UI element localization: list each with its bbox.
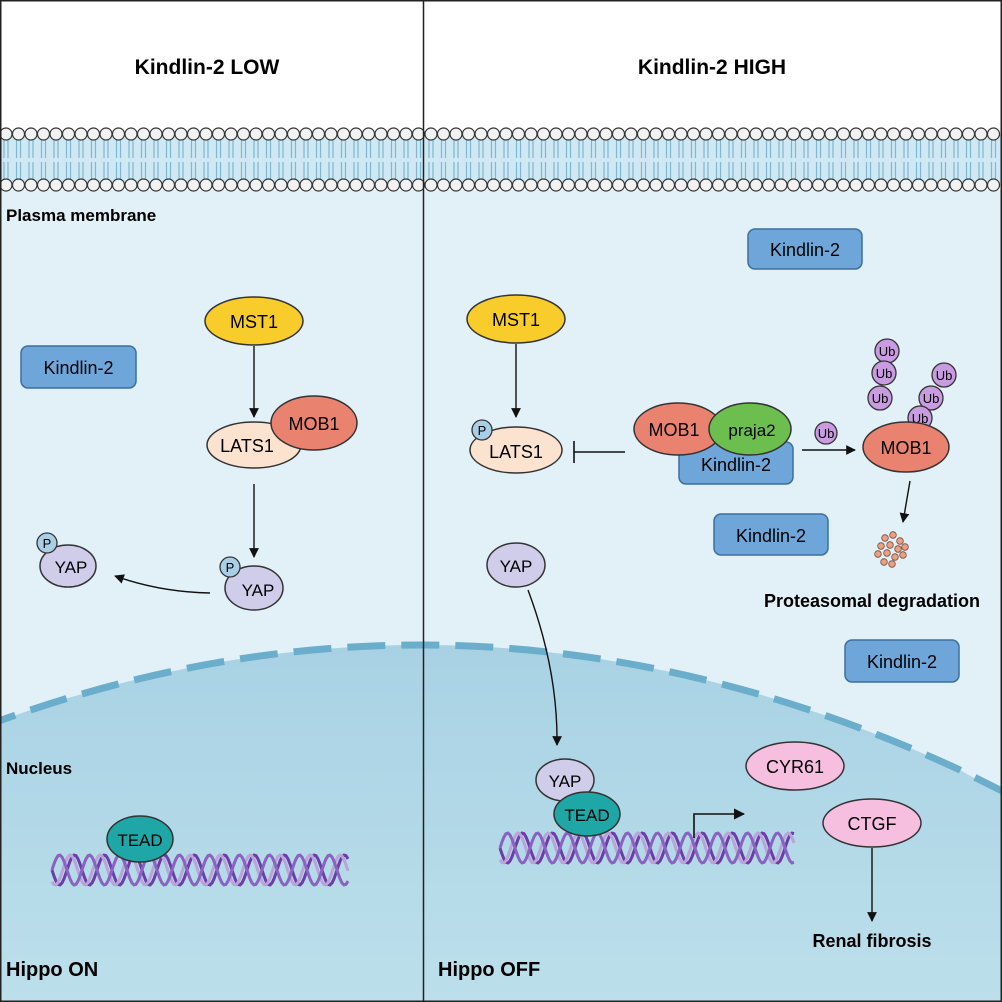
proteasomal-degradation-label: Proteasomal degradation (764, 591, 980, 611)
dna-strand-left (50, 853, 350, 887)
mst1-node-right: MST1 (466, 294, 566, 344)
kindlin2-label-right-low: Kindlin-2 (867, 652, 937, 672)
tead-label-right: TEAD (564, 806, 609, 825)
kindlin2-box-right-mid: Kindlin-2 (713, 513, 829, 556)
tead-node-left: TEAD (106, 815, 174, 863)
mob1-node-left: MOB1 (270, 395, 358, 451)
fragment-dot (889, 531, 897, 539)
cyr61-label: CYR61 (766, 757, 824, 777)
mob1-label-left: MOB1 (288, 414, 339, 434)
right-panel-title: Kindlin-2 HIGH (638, 56, 786, 79)
mst1-label-left: MST1 (230, 312, 278, 332)
fragment-dot (901, 543, 909, 551)
kindlin2-label-right-mid: Kindlin-2 (736, 526, 806, 546)
fragment-dot (888, 560, 896, 568)
ub-chain-label: Ub (923, 391, 940, 406)
ub-free-label: Ub (818, 426, 835, 441)
kindlin2-label-complex: Kindlin-2 (701, 455, 771, 475)
header-area (0, 0, 1002, 128)
fragment-dot (881, 534, 889, 542)
fragment-dot (883, 549, 891, 557)
nucleus-label: Nucleus (6, 759, 72, 778)
yap-node-right: YAP (486, 542, 546, 588)
kindlin2-box-right-top: Kindlin-2 (747, 228, 863, 270)
yap-cyto-label-left: YAP (55, 558, 88, 577)
yap-label-left: YAP (242, 581, 275, 600)
mob1-label-complex: MOB1 (648, 420, 699, 440)
ub-chain-label: Ub (872, 391, 889, 406)
lipid-bilayer (0, 127, 1001, 192)
nucleus-right (424, 641, 1002, 1002)
fragment-dot (877, 542, 885, 550)
fragment-dot (886, 541, 894, 549)
fragment-dot (899, 551, 907, 559)
membrane-band (0, 134, 1002, 186)
kindlin2-box-right-low: Kindlin-2 (844, 639, 960, 683)
ub-chain-node (867, 385, 893, 411)
lats1-label-right: LATS1 (489, 442, 543, 462)
mst1-label-right: MST1 (492, 310, 540, 330)
mob1-praja2-kindlin2-complex: Kindlin-2 MOB1 praja2 (633, 402, 794, 485)
ub-chain-label: Ub (936, 368, 953, 383)
tead-label-left: TEAD (117, 831, 162, 850)
yap-nuc-label-right: YAP (549, 772, 582, 791)
phospho-cyto-label-left: P (43, 536, 52, 551)
fragment-dot (894, 545, 902, 553)
arrow-yap-export-left (114, 574, 211, 594)
dna-strand-right (498, 831, 796, 865)
fragment-dot (880, 558, 888, 566)
cyr61-node: CYR61 (745, 741, 845, 791)
ctgf-node: CTGF (822, 798, 922, 848)
lats1-label-left: LATS1 (220, 436, 274, 456)
inhibition-mark (573, 441, 625, 463)
fragment-dot (874, 550, 882, 558)
ub-chain-node (918, 385, 944, 411)
fragment-dot (896, 537, 904, 545)
yap-label-right: YAP (500, 557, 533, 576)
arrow-to-degradation (899, 480, 911, 523)
plasma-membrane-label: Plasma membrane (6, 206, 156, 225)
lats1-node-right: LATS1 P (469, 419, 563, 474)
ub-free-node: Ub (814, 421, 838, 445)
ub-chain-label: Ub (879, 344, 896, 359)
renal-fibrosis-label: Renal fibrosis (812, 931, 931, 951)
kindlin2-label-right-top: Kindlin-2 (770, 240, 840, 260)
mob1-ub-label: MOB1 (880, 438, 931, 458)
yap-tead-complex-right: YAP TEAD (535, 758, 621, 837)
degradation-fragments (874, 531, 909, 568)
praja2-label: praja2 (728, 421, 775, 440)
phospho-label-right: P (478, 423, 487, 438)
kindlin2-label-left: Kindlin-2 (43, 358, 113, 378)
ub-chain-node (871, 360, 897, 386)
hippo-on-label: Hippo ON (6, 959, 98, 981)
mob1-ubiquitinated-node: MOB1 (862, 421, 950, 473)
ub-chain-node (931, 362, 957, 388)
phospho-yap-node-left: YAP P (219, 556, 284, 611)
hippo-off-label: Hippo OFF (438, 959, 540, 981)
phospho-yap-cyto-node-left: YAP P (36, 532, 97, 588)
nucleus-left (0, 641, 423, 1002)
ub-chain-label: Ub (876, 366, 893, 381)
left-panel-title: Kindlin-2 LOW (135, 56, 280, 79)
transcription-start-arrow (693, 808, 746, 838)
mst1-node-left: MST1 (204, 296, 304, 346)
fragment-dot (891, 553, 899, 561)
phospho-label-left: P (226, 560, 235, 575)
arrow-yap-import-right (527, 589, 563, 746)
ctgf-label: CTGF (848, 814, 897, 834)
kindlin2-box-left: Kindlin-2 (20, 345, 137, 389)
